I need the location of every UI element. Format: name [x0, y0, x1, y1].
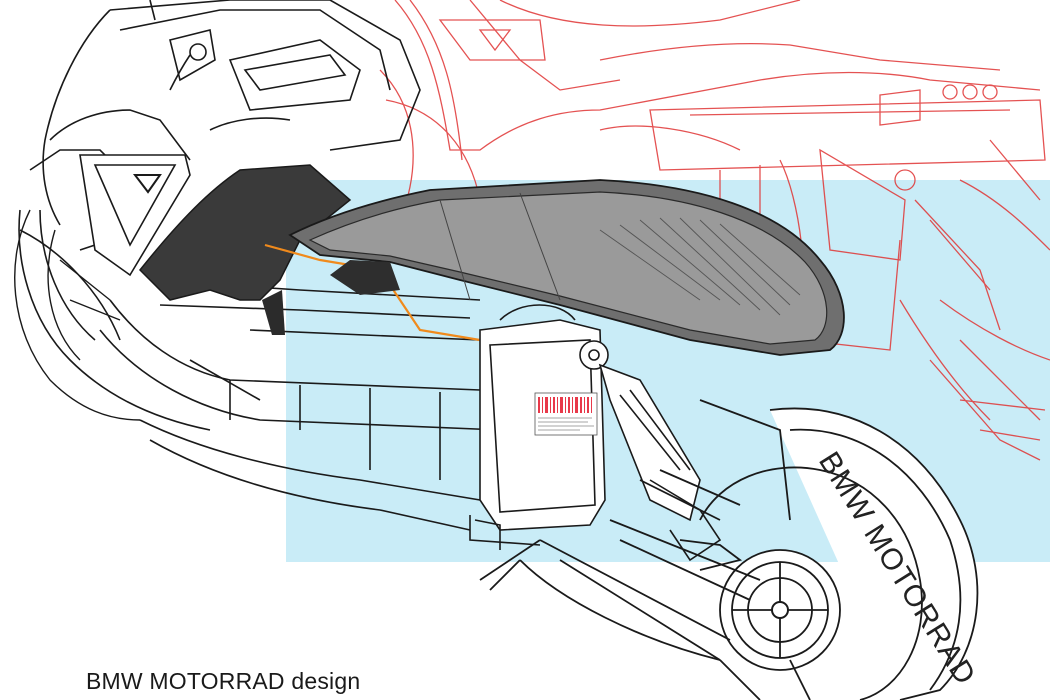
brand-caption: BMW MOTORRAD design — [86, 668, 361, 694]
seat — [288, 179, 845, 356]
dark-footwell — [138, 164, 352, 301]
rear-wheel — [479, 399, 979, 700]
scooter-frame — [99, 279, 521, 531]
front-fairing — [18, 0, 421, 431]
barcode-label — [534, 392, 598, 436]
front-wheel — [14, 209, 141, 421]
red-rear-sketch — [379, 0, 1050, 461]
rear-shock — [579, 340, 722, 562]
footwell-fin — [262, 290, 285, 335]
